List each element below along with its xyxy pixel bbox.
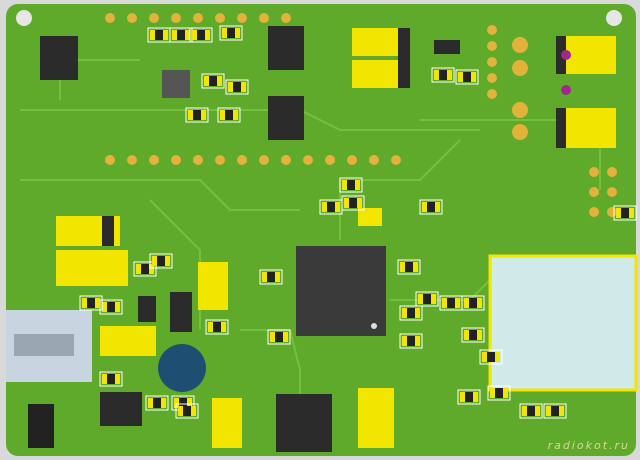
smd-resistor [169,27,193,43]
usb-port-opening [14,334,74,356]
smd-resistor [339,177,363,193]
smd-resistor [479,349,503,365]
header-pin [171,13,181,23]
smd-resistor [189,27,213,43]
smd-resistor [147,27,171,43]
smd-resistor [439,295,463,311]
smd-resistor [419,199,443,215]
header-pin [303,155,313,165]
header-pin [369,155,379,165]
pin1-marker [371,323,377,329]
header-pin [149,155,159,165]
smd-resistor [185,107,209,123]
header-pin [193,155,203,165]
electrolytic-capacitor [158,344,206,392]
header-pin [347,155,357,165]
smd-resistor [205,319,229,335]
smd-resistor [415,291,439,307]
header-pin [127,13,137,23]
smd-resistor [455,69,479,85]
mount-hole [606,10,622,26]
smd-resistor [267,329,291,345]
smd-resistor [133,261,157,277]
ic-soic-8-mid [268,96,304,140]
smd-resistor [431,67,455,83]
header-pin [487,57,497,67]
header-pin [487,73,497,83]
sd-card-slot [488,254,638,392]
pin-header-row [105,13,617,217]
header-pin [589,207,599,217]
voltage-regulator-dpak [276,394,332,452]
header-pin [127,155,137,165]
smd-resistor [319,199,343,215]
watermark: radiokot.ru [547,439,630,452]
smd-resistor [99,371,123,387]
header-pin [607,167,617,177]
transistor-sot23 [434,40,460,54]
header-pin [281,13,291,23]
header-pin [149,13,159,23]
header-pin [105,13,115,23]
smd-resistor [519,403,543,419]
header-pin [215,13,225,23]
microcontroller-tqfp [296,246,386,336]
board-substrate [6,4,636,456]
header-pin [607,207,617,217]
smd-resistor [219,25,243,41]
header-pin [237,13,247,23]
smd-resistor [543,403,567,419]
header-pin [281,155,291,165]
header-pin [607,187,617,197]
smd-resistor [149,253,173,269]
smd-resistor [397,259,421,275]
smd-resistor [613,205,637,221]
header-pin [237,155,247,165]
smd-resistor [225,79,249,95]
smd-resistor [175,403,199,419]
smd-resistor [461,295,485,311]
header-pin [259,13,269,23]
header-pin [171,155,181,165]
smd-resistor [399,333,423,349]
ic-qfn [162,70,190,98]
header-pin [589,167,599,177]
jumper-header [28,404,54,448]
smd-resistor [461,327,485,343]
diode-sma [170,292,192,332]
header-pin [215,155,225,165]
smd-resistor [99,299,123,315]
ic-soic-topleft [40,36,78,80]
smd-resistor [341,195,365,211]
header-pin [487,25,497,35]
transistor [138,296,156,322]
header-pin [193,13,203,23]
smd-resistor [145,395,169,411]
header-pin [325,155,335,165]
header-pin [105,155,115,165]
smd-resistor [259,269,283,285]
ic-sot223 [100,392,142,426]
header-pin [589,187,599,197]
mount-hole [16,10,32,26]
header-pin [487,89,497,99]
smd-resistor [217,107,241,123]
header-pin [487,41,497,51]
smd-resistor [201,73,225,89]
smd-resistor [487,385,511,401]
header-pin [259,155,269,165]
smd-passives [79,25,637,419]
smd-resistor [399,305,423,321]
crystal-pads [512,37,571,140]
smd-resistor [79,295,103,311]
ic-soic-8-top [268,26,304,70]
smd-resistor [457,389,481,405]
header-pin [391,155,401,165]
